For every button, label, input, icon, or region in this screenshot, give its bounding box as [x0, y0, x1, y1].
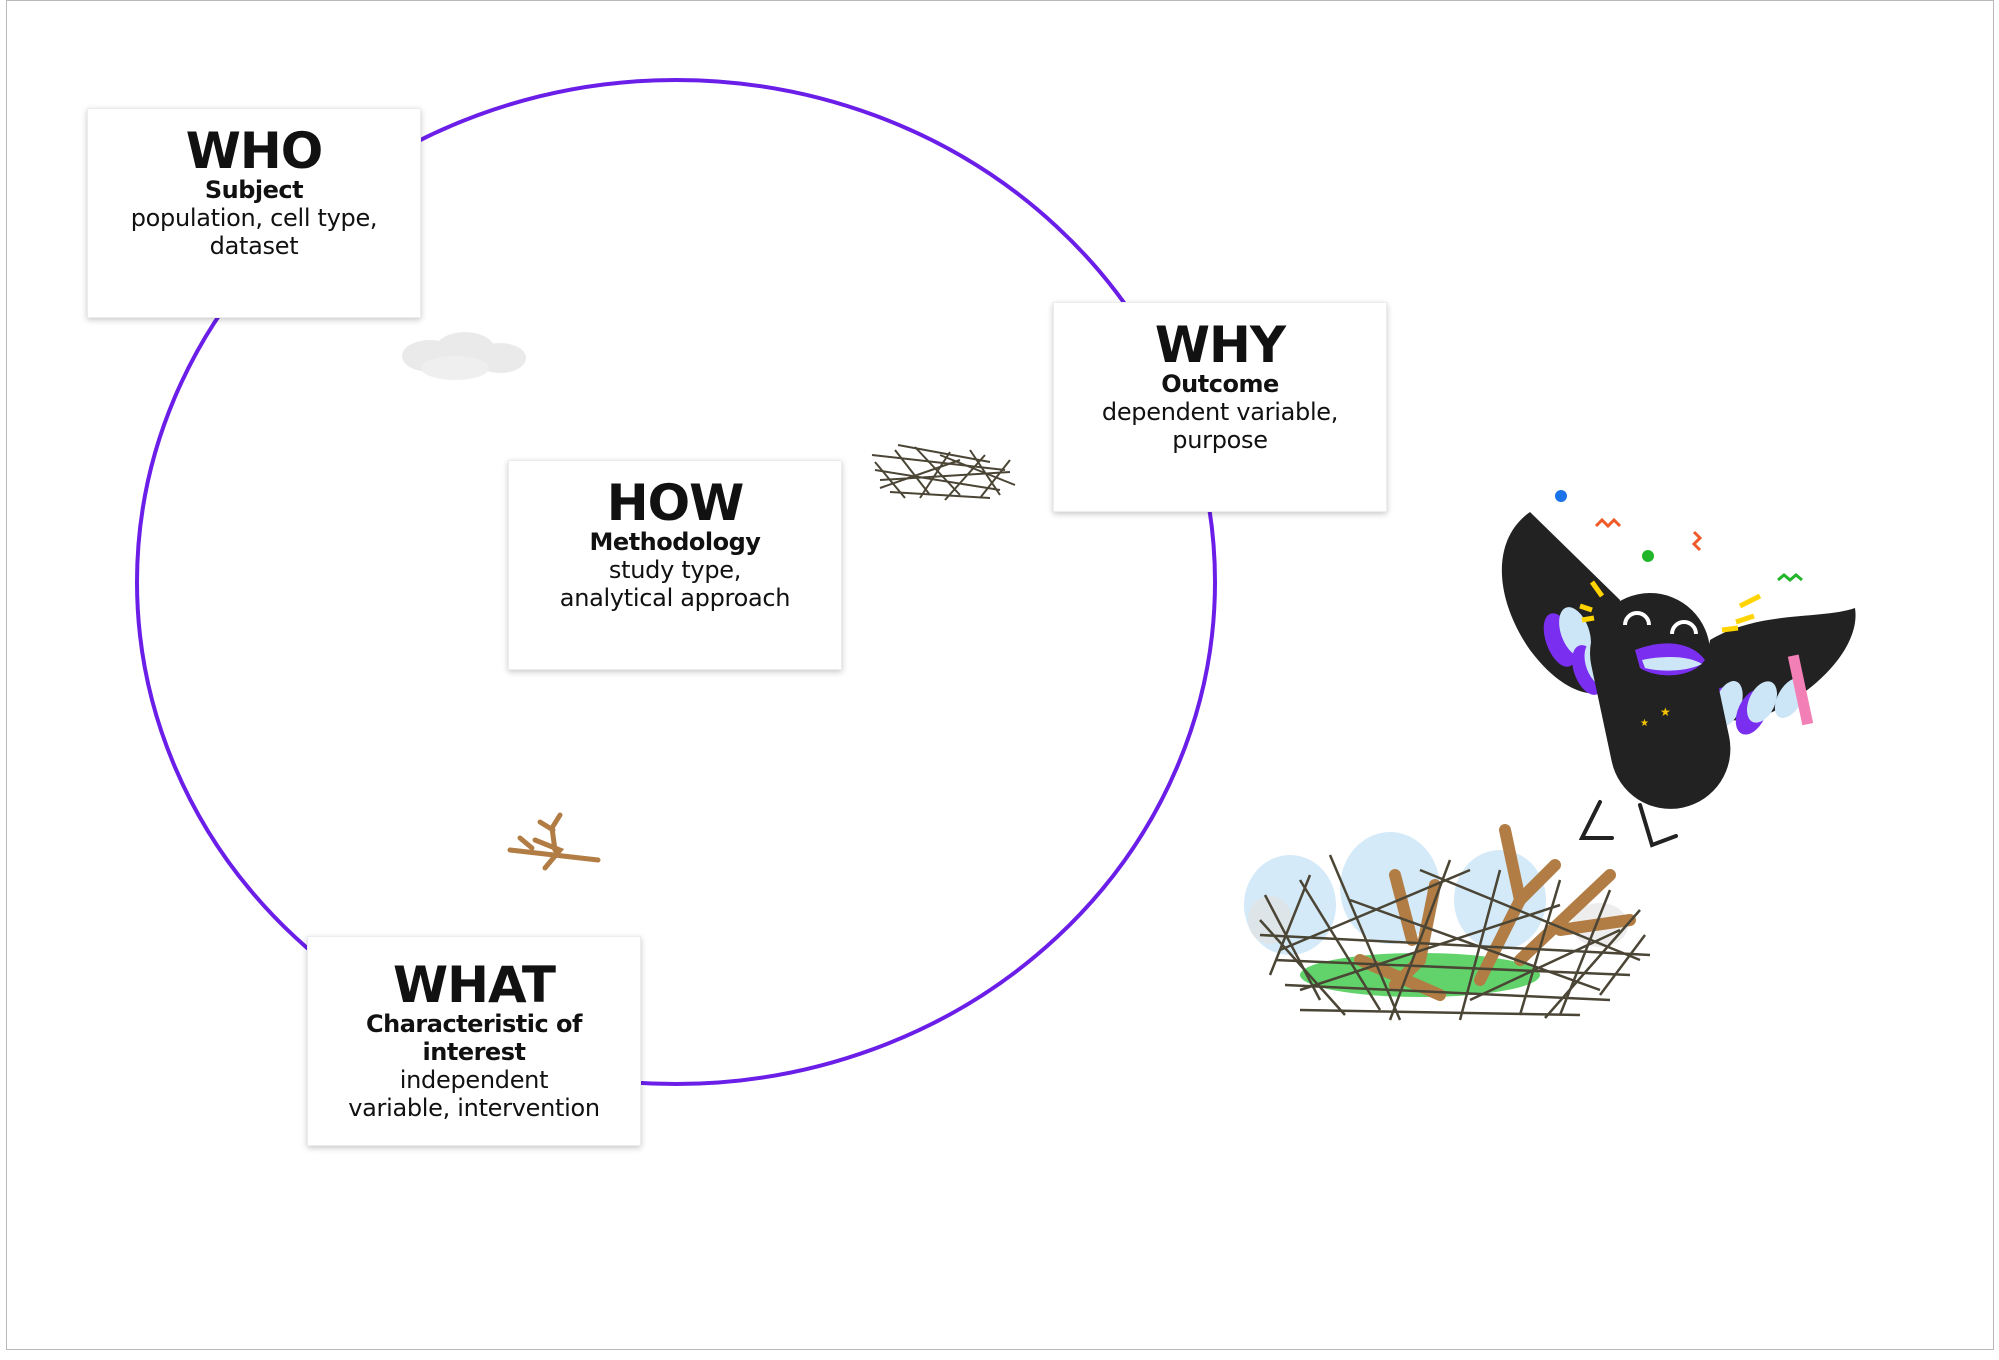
how-card: HOW Methodology study type, analytical a… [508, 460, 842, 670]
why-desc-line2: purpose [1172, 426, 1267, 454]
how-desc-line2: analytical approach [560, 584, 790, 612]
why-card: WHY Outcome dependent variable, purpose [1053, 302, 1387, 512]
what-subtitle-line2: interest [423, 1038, 526, 1066]
why-desc-line1: dependent variable, [1102, 398, 1338, 426]
svg-text:★: ★ [1660, 705, 1671, 719]
twig-icon [510, 815, 598, 868]
what-desc-line2: variable, intervention [348, 1094, 600, 1122]
svg-text:★: ★ [1640, 718, 1649, 729]
big-nest-icon [1244, 830, 1650, 1020]
who-desc-line1: population, cell type, [131, 204, 378, 232]
magpie-bird-icon: ★ ★ [1502, 512, 1856, 845]
what-subtitle-line1: Characteristic of [366, 1010, 582, 1038]
small-nest-icon [872, 445, 1015, 500]
who-card: WHO Subject population, cell type, datas… [87, 108, 421, 318]
cloud-icon [402, 332, 526, 380]
what-desc-line1: independent [400, 1066, 548, 1094]
what-title: WHAT [393, 960, 555, 1010]
who-subtitle: Subject [205, 176, 303, 204]
how-title: HOW [607, 478, 744, 528]
what-card: WHAT Characteristic of interest independ… [307, 936, 641, 1146]
how-subtitle: Methodology [590, 528, 761, 556]
why-subtitle: Outcome [1161, 370, 1278, 398]
who-title: WHO [186, 126, 323, 176]
why-title: WHY [1155, 320, 1285, 370]
who-desc-line2: dataset [210, 232, 299, 260]
how-desc-line1: study type, [609, 556, 741, 584]
